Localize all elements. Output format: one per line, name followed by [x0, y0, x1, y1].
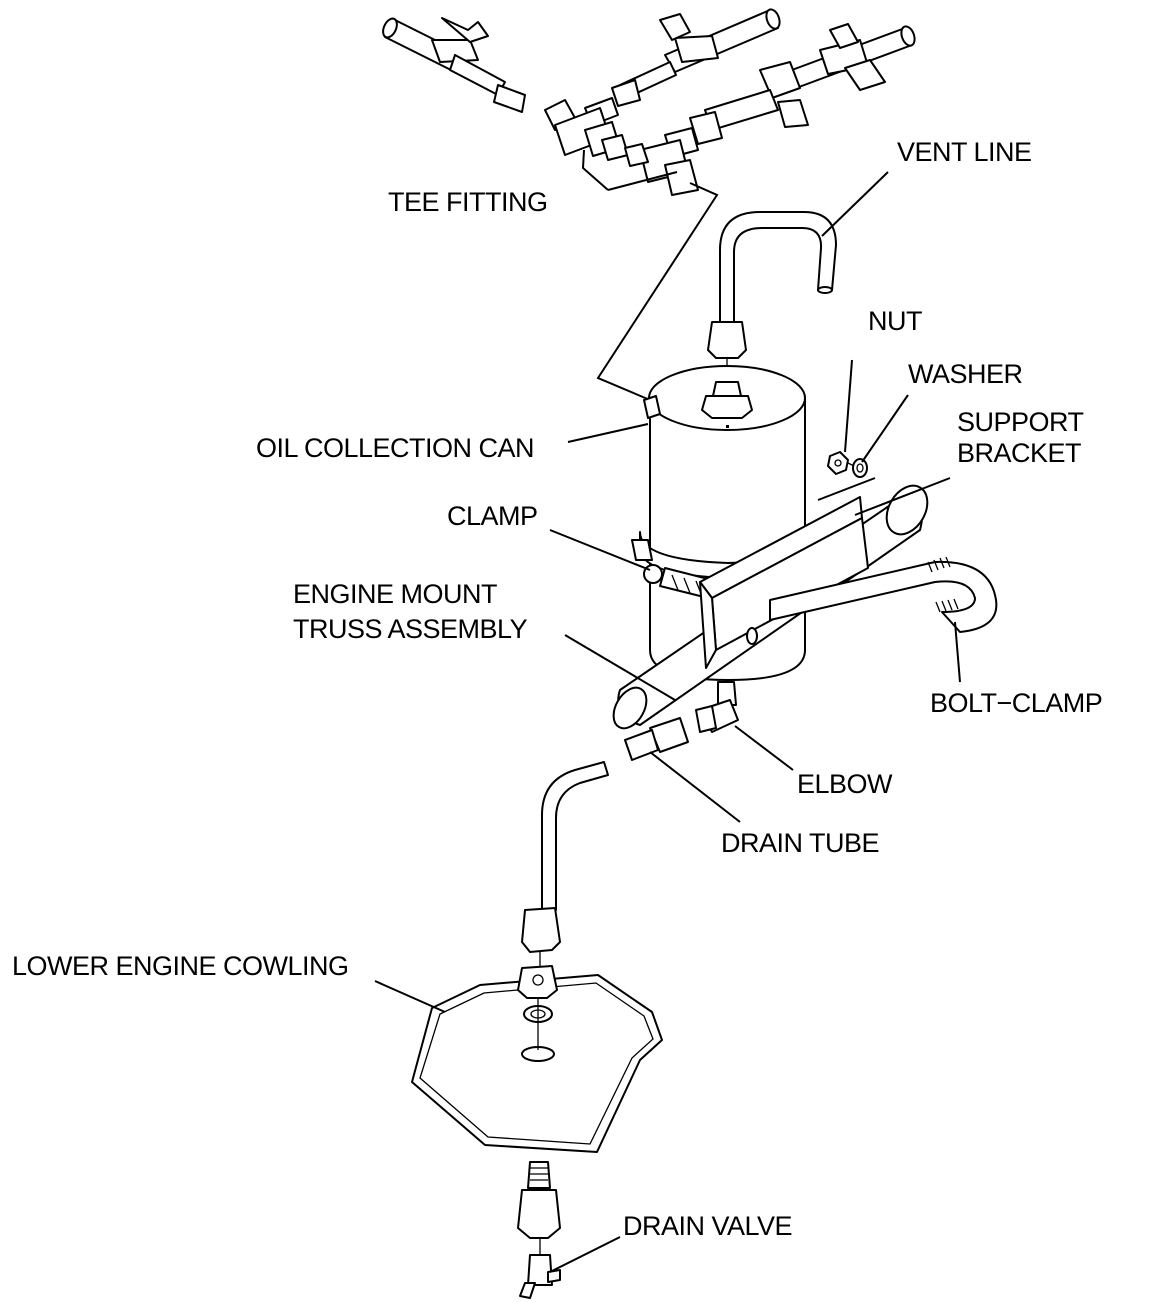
label-bracket: BRACKET — [957, 438, 1081, 468]
drain-tube — [521, 717, 689, 968]
breather-line-assembly — [382, 8, 916, 401]
label-clamp: CLAMP — [447, 501, 538, 531]
label-drain-valve: DRAIN VALVE — [623, 1211, 792, 1241]
elbow — [695, 681, 739, 733]
drain-valve — [517, 1161, 561, 1299]
vent-line — [707, 211, 837, 375]
nut — [827, 451, 849, 475]
label-support: SUPPORT — [957, 407, 1084, 437]
label-truss-assembly: TRUSS ASSEMBLY — [293, 614, 528, 644]
label-vent-line: VENT LINE — [897, 137, 1032, 167]
label-engine-mount: ENGINE MOUNT — [293, 579, 497, 609]
label-drain-tube: DRAIN TUBE — [721, 828, 879, 858]
leader-lines — [374, 171, 961, 1273]
label-oil-collection-can: OIL COLLECTION CAN — [256, 433, 534, 463]
label-bolt-clamp: BOLT−CLAMP — [930, 688, 1102, 718]
label-nut: NUT — [868, 306, 922, 336]
washer — [847, 458, 868, 478]
label-tee-fitting: TEE FITTING — [388, 187, 548, 217]
bolt-clamp — [746, 556, 998, 645]
label-washer: WASHER — [908, 359, 1023, 389]
label-elbow: ELBOW — [797, 769, 893, 799]
lower-engine-cowling — [411, 965, 663, 1153]
label-lower-engine-cowling: LOWER ENGINE COWLING — [12, 951, 349, 981]
callout-labels: TEE FITTING VENT LINE NUT WASHER SUPPORT… — [12, 137, 1103, 1241]
support-bracket — [699, 477, 876, 669]
